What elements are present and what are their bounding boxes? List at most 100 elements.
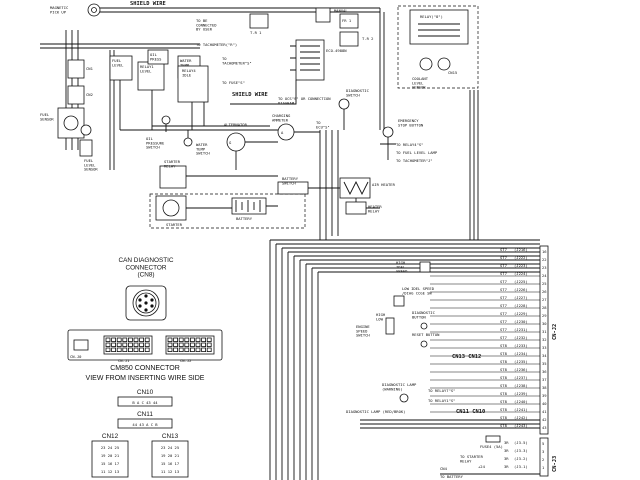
cn12-row: 11 12 13 — [101, 469, 119, 474]
table-row-code: ST7 — [500, 247, 507, 252]
table-row-wire: (J227) — [514, 295, 528, 300]
to-battery-label: TO BATTERY — [440, 474, 464, 479]
battery-label: BATTERY — [236, 216, 253, 221]
cm850-pin — [133, 342, 139, 347]
diagnostic-lamp-warning-label: DIAGNOSTIC LAMP(WARNING) — [382, 382, 417, 391]
view-caption: VIEW FROM INSERTING WIRE SIDE — [86, 375, 205, 382]
cn-j2-block: CN-J2 ST7(J216)16ST7(J222)22ST7(J223)23S… — [430, 245, 558, 477]
eco-label: ECO-4988N — [326, 48, 347, 53]
table-row-wire: (J238) — [514, 383, 528, 388]
tr2-label: T.R 2 — [362, 36, 373, 41]
lower-row-code: 3R — [504, 440, 509, 445]
to-tachometer-j-label: TO TACHOMETER"J" — [396, 158, 433, 163]
cm850-pin — [127, 337, 133, 342]
cm850-pin — [206, 337, 212, 342]
cm850-pin — [195, 337, 201, 342]
table-row-code: ST7 — [500, 311, 507, 316]
table-row-wire: (J236) — [514, 367, 528, 372]
cm850-pin — [105, 337, 111, 342]
can-pin — [150, 298, 154, 302]
table-row-code: ST8 — [500, 351, 508, 356]
reset-button-label: RESET BUTTON — [412, 332, 440, 337]
lower-row-wire: (J3-1) — [514, 464, 528, 469]
can-pin — [138, 304, 142, 308]
to-tachometer-r-label: TO TACHOMETER("R") — [196, 42, 237, 47]
table-row-pin: 24 — [542, 273, 547, 278]
table-row-pin: 16 — [542, 249, 547, 254]
svg-text:A: A — [281, 130, 284, 135]
cm850-pin — [184, 337, 190, 342]
table-row-code: ST8 — [500, 423, 508, 428]
cm850-pin — [201, 342, 207, 347]
table-row-wire: (J233) — [514, 343, 528, 348]
cn13-label: CN13 — [162, 433, 179, 440]
cm850-pin — [139, 347, 145, 352]
cm850-pin — [184, 347, 190, 352]
table-row-wire: (J229) — [514, 311, 528, 316]
svg-text:G: G — [229, 140, 232, 145]
table-row-code: ST7 — [500, 303, 507, 308]
diagnostic-lamp-red-label: DIAGNOSTIC LAMP (RED/BROK) — [346, 409, 405, 414]
cn13-cn12-label: CN13 CN12 — [452, 354, 481, 360]
cn13-row: 15 16 17 — [161, 461, 179, 466]
table-row-code: ST7 — [500, 295, 507, 300]
table-row-code: ST8 — [500, 367, 508, 372]
table-row-wire: (J224) — [514, 271, 528, 276]
table-row-wire: (J237) — [514, 375, 528, 380]
p24-label: +24 — [478, 464, 486, 469]
cm850-pin — [133, 337, 139, 342]
to-relay-7-label: TO RELAY7"S" — [428, 388, 455, 393]
cn10-pins: B A C 43 44 — [132, 400, 158, 405]
table-row-pin: 40 — [542, 401, 547, 406]
cm850-pin — [116, 342, 122, 347]
cn13-row: 11 12 13 — [161, 469, 179, 474]
can-pin — [144, 294, 148, 298]
table-row-pin: 41 — [542, 409, 547, 414]
cn-j0-label: CN-J0 — [70, 354, 82, 359]
table-row-wire: (J228) — [514, 303, 528, 308]
table-row-wire: (J239) — [514, 391, 528, 396]
table-row-wire: (J226) — [514, 287, 528, 292]
cm850-pin — [139, 337, 145, 342]
cm850-pin — [173, 347, 179, 352]
can-pin — [144, 308, 148, 312]
cm850-pin — [195, 342, 201, 347]
table-row-wire: (J242) — [514, 415, 528, 420]
lower-row-code: 3R — [504, 448, 509, 453]
table-row-pin: 35 — [542, 361, 547, 366]
cm850-pin — [111, 342, 116, 347]
can-pin — [138, 298, 142, 302]
cm850-pin — [206, 342, 212, 347]
cm850-pin — [144, 347, 150, 352]
lower-row-code: 3R — [504, 464, 509, 469]
table-row-code: ST8 — [500, 415, 508, 420]
cn11-cn10-label: CN11 CN10 — [456, 409, 485, 415]
cm850-title: CM850 CONNECTOR — [110, 365, 180, 372]
cm850-pin — [189, 342, 195, 347]
alternator-label: ALTERNATOR — [224, 122, 248, 127]
table-row-wire: (J243) — [514, 423, 528, 428]
manual-label: MANUAL — [334, 8, 348, 13]
table-row-code: ST7 — [500, 335, 507, 340]
table-row-code: ST7 — [500, 319, 507, 324]
table-row-code: ST7 — [500, 327, 507, 332]
can-pin — [150, 304, 154, 308]
table-row-pin: 37 — [542, 377, 547, 382]
cm850-pin — [189, 337, 195, 342]
cm850-pin — [201, 337, 207, 342]
